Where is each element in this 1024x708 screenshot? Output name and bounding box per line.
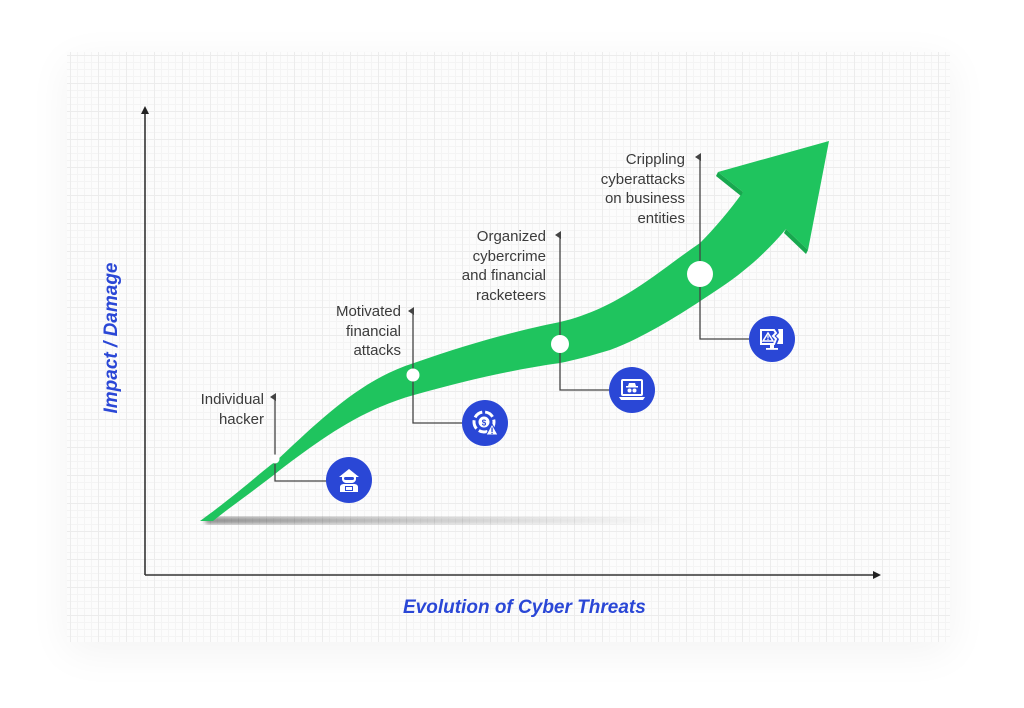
pointer-stage-2 — [408, 307, 414, 315]
x-axis — [145, 571, 881, 579]
stage-label-1: Individual hacker — [200, 391, 264, 428]
milestone-dot-1 — [270, 454, 280, 464]
pointer-stage-1 — [270, 393, 276, 401]
milestone-dot-3 — [551, 335, 569, 353]
stage-label-4: Crippling cyberattacks on business entit… — [600, 151, 685, 227]
milestone-dot-2 — [406, 368, 420, 382]
arrow-shadow — [205, 517, 675, 524]
money-warning-icon: $ — [472, 410, 499, 436]
x-axis-title: Evolution of Cyber Threats — [403, 597, 646, 618]
stage-label-2: Motivated financial attacks — [335, 303, 401, 359]
hooded-hacker-icon — [339, 469, 359, 492]
connector-stage-3 — [559, 235, 612, 391]
connector-stage-4 — [699, 157, 752, 340]
laptop-spy-icon — [619, 379, 645, 400]
pointer-stage-4 — [695, 153, 701, 161]
stage-3-badge — [609, 367, 655, 413]
broken-monitor-warning-icon — [760, 329, 783, 350]
connector-stage-2 — [412, 311, 465, 424]
stage-label-3: Organized cybercrime and financial racke… — [461, 228, 546, 304]
growth-arrow — [200, 141, 829, 521]
stage-1-badge — [326, 457, 372, 503]
stage-2-badge: $ — [462, 400, 508, 446]
pointer-stage-3 — [555, 231, 561, 239]
y-axis — [141, 106, 149, 575]
stage-4-badge — [749, 316, 795, 362]
svg-text:$: $ — [482, 419, 487, 428]
milestone-dot-4 — [687, 261, 713, 287]
connector-stage-1 — [274, 397, 330, 482]
